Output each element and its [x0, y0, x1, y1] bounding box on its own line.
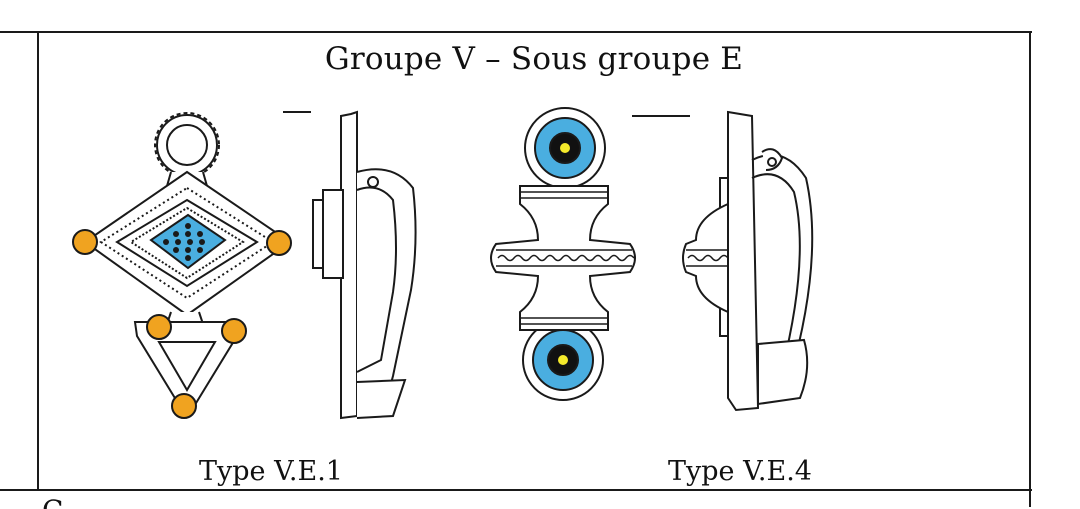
caption-type-v-e-1: Type V.E.1: [199, 456, 343, 487]
caption-type-v-e-4: Type V.E.4: [668, 456, 812, 487]
bow-fibula-drawing: [490, 107, 814, 412]
diamond-fibula-drawing: [72, 110, 417, 420]
table-inner-left-border: [37, 31, 39, 490]
next-row-text: C: [42, 497, 442, 509]
table-top-border: [0, 31, 1032, 33]
table-row-divider: [0, 489, 1032, 491]
table-right-border: [1029, 31, 1031, 507]
group-title: Groupe V – Sous groupe E: [324, 41, 744, 77]
